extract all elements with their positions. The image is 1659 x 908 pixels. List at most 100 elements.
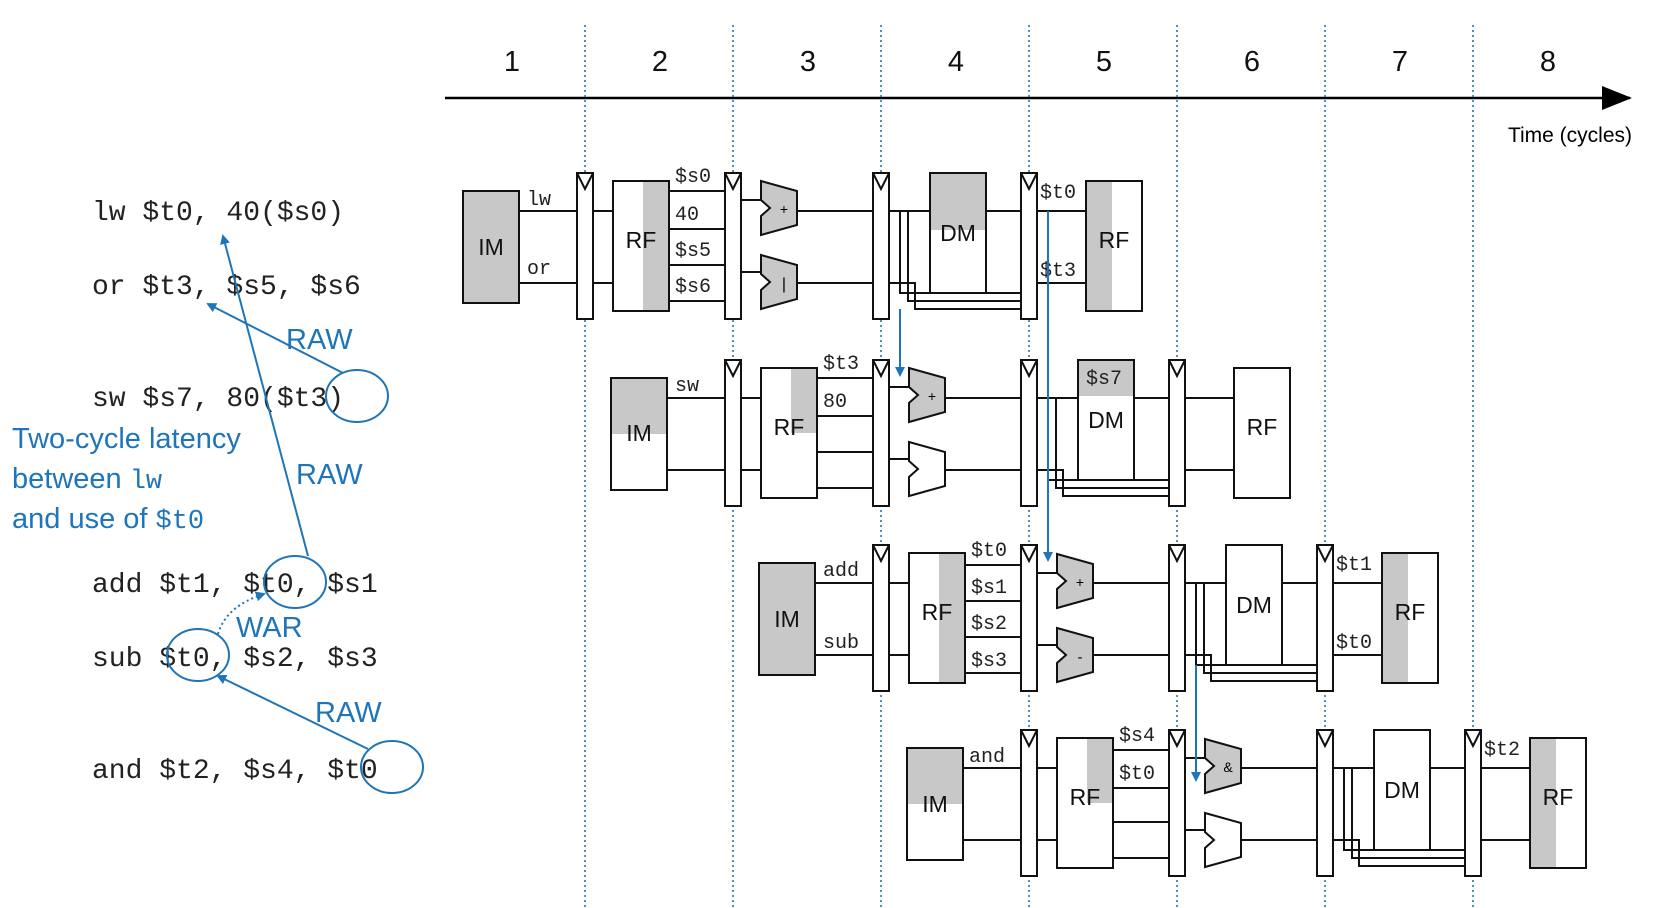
register-clock-icon	[1168, 729, 1186, 749]
src-label: $s1	[971, 577, 1007, 600]
src-label: $t3	[823, 353, 859, 376]
cycle-label-5: 5	[1096, 46, 1112, 78]
alu	[1204, 737, 1242, 795]
op-label-add: add	[823, 560, 859, 583]
pipeline-register	[724, 359, 742, 507]
op-label-and: and	[969, 746, 1005, 769]
register-clock-icon	[724, 172, 742, 192]
register-file-outline	[760, 367, 818, 499]
register-clock-icon	[1020, 172, 1038, 192]
latency-note-code: lw	[130, 467, 162, 497]
dm-label: DM	[1088, 407, 1124, 433]
instruction-or: or $t3, $s5, $s6	[92, 272, 361, 303]
register-clock-icon	[1168, 359, 1186, 379]
instruction-memory	[758, 562, 816, 676]
data-memory-active	[1078, 360, 1134, 396]
instruction-list: lw $t0, 40($s0) or $t3, $s5, $s6 sw $s7,…	[92, 198, 378, 787]
register-clock-icon	[872, 172, 890, 192]
im-label: IM	[774, 606, 800, 632]
alu-op: -	[1078, 649, 1083, 666]
latency-note-line3: and use of $t0	[12, 503, 204, 537]
register-file-outline	[908, 552, 966, 684]
pipeline-row-add-sub: IM add sub RF $t0 $s1 $s2 $s3 + -	[758, 540, 1439, 692]
pipeline-register	[1020, 729, 1038, 877]
register-file-outline	[1056, 737, 1114, 869]
operand-circle-t3	[325, 369, 389, 423]
register-file	[1233, 367, 1291, 499]
rf-label: RF	[1070, 784, 1101, 810]
alu	[760, 179, 798, 237]
bypass-wire	[1203, 583, 1317, 674]
register-clock-icon	[1316, 544, 1334, 564]
data-memory	[1373, 729, 1431, 851]
bypass-wire	[899, 211, 1021, 294]
bypass-wire	[1343, 768, 1465, 851]
pipeline-register	[1316, 544, 1334, 692]
rf-label: RF	[626, 227, 657, 253]
rf-label: RF	[1099, 227, 1130, 253]
register-clock-icon	[724, 359, 742, 379]
pipeline-register	[724, 172, 742, 320]
raw-label-2: RAW	[296, 459, 363, 491]
register-clock-icon	[1464, 729, 1482, 749]
latency-note-text: and use of	[12, 503, 156, 535]
pipeline-row-sw: IM sw RF $t3 80 + $s7 DM	[610, 353, 1291, 507]
dm-label: DM	[940, 220, 976, 246]
store-label: $s7	[1086, 368, 1122, 391]
bypass-wire	[907, 211, 1021, 302]
operand-circle-t0-sub	[166, 628, 230, 682]
src-label: $s3	[971, 650, 1007, 673]
latency-note-line1: Two-cycle latency	[12, 423, 241, 455]
instruction-memory-outline	[610, 377, 668, 491]
writeback-label: $t3	[1040, 260, 1076, 283]
pipeline-register	[872, 544, 890, 692]
bypass-wire	[1351, 768, 1465, 859]
im-label: IM	[922, 791, 948, 817]
forwarding-arrows	[895, 211, 1201, 782]
writeback-label: $t1	[1336, 554, 1372, 577]
register-file-write-half	[1382, 553, 1408, 683]
rf-label: RF	[1395, 599, 1426, 625]
instruction-and: and $t2, $s4, $t0	[92, 756, 378, 787]
writeback-label: $t2	[1484, 739, 1520, 762]
src-label: $s5	[675, 240, 711, 263]
cycle-label-2: 2	[652, 46, 668, 78]
alu	[1056, 626, 1094, 684]
instruction-sw: sw $s7, 80($t3)	[92, 384, 344, 415]
pipeline-register	[1020, 172, 1038, 320]
pipeline-register	[872, 359, 890, 507]
latency-note-text: between	[12, 463, 130, 495]
src-label: $t0	[1119, 763, 1155, 786]
register-file-outline	[1085, 180, 1143, 312]
raw-arrow-t0-add	[220, 234, 309, 557]
register-clock-icon	[872, 544, 890, 564]
register-clock-icon	[1020, 359, 1038, 379]
instruction-memory-active	[907, 748, 963, 804]
data-memory-active	[930, 173, 986, 230]
alu	[1204, 811, 1242, 869]
war-label: WAR	[236, 612, 303, 644]
register-clock-icon	[1020, 729, 1038, 749]
pipeline-register	[1168, 729, 1186, 877]
register-clock-icon	[1168, 544, 1186, 564]
op-label-lw: lw	[527, 189, 551, 212]
alu-op: &	[1223, 759, 1233, 775]
operand-circle-t0-add	[263, 555, 327, 609]
op-label-or: or	[527, 258, 551, 281]
im-label: IM	[478, 234, 504, 260]
instruction-lw: lw $t0, 40($s0)	[92, 198, 344, 229]
im-label: IM	[626, 420, 652, 446]
alu	[1056, 552, 1094, 610]
writeback-label: $t0	[1040, 182, 1076, 205]
latency-note-code: $t0	[156, 507, 205, 537]
src-label: $s2	[971, 613, 1007, 636]
src-label: $s0	[675, 166, 711, 189]
register-file-outline	[612, 180, 670, 312]
cycle-label-8: 8	[1540, 46, 1556, 78]
pipeline-row-lw-or: IM lw or RF $s0 40 $s5 $s6 + |	[462, 166, 1143, 320]
register-clock-icon	[576, 172, 594, 192]
register-file-write-half	[1086, 181, 1112, 311]
cycle-labels: 1 2 3 4 5 6 7 8	[504, 46, 1556, 78]
latency-note-line2: between lw	[12, 463, 162, 497]
